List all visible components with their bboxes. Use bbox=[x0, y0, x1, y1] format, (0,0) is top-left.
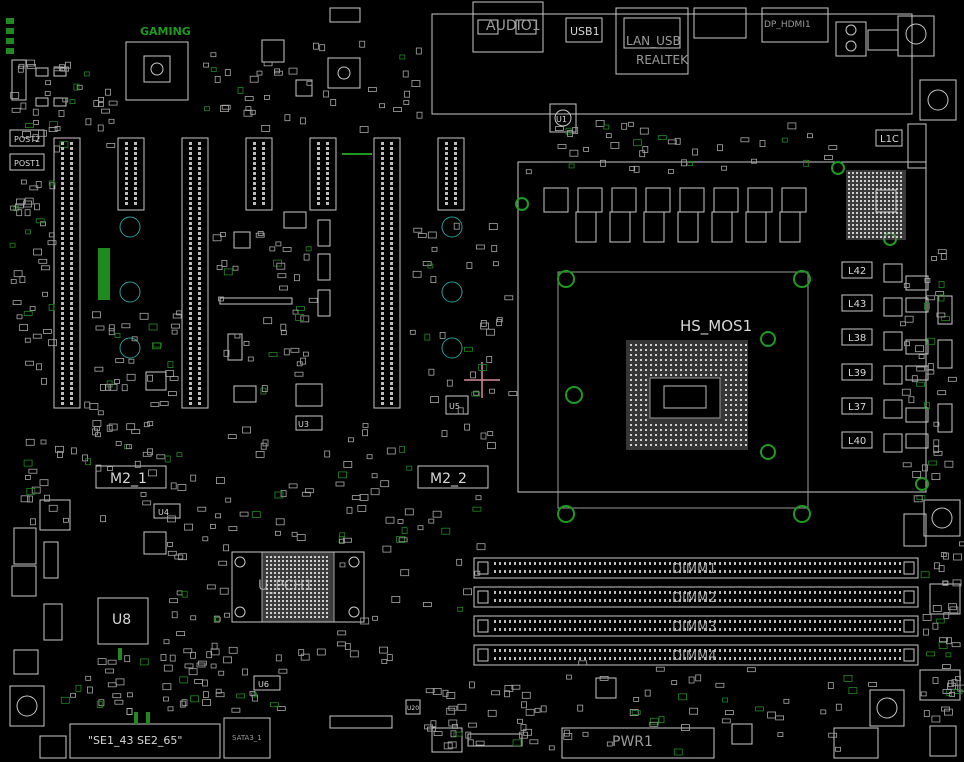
m2-2-label: M2_2 bbox=[430, 471, 467, 487]
left-top-area: GAMING POST2 POST1 bbox=[6, 7, 361, 171]
l1c-label: L1C bbox=[880, 134, 899, 145]
lan-usb-label: LAN_USB bbox=[626, 34, 681, 48]
small-pads bbox=[9, 40, 964, 756]
bga-grid bbox=[266, 172, 902, 618]
dimm4-label: DIMM4 bbox=[672, 649, 717, 664]
l43-label: L43 bbox=[848, 299, 866, 310]
l42-label: L42 bbox=[848, 266, 866, 277]
u20-label: U20 bbox=[407, 705, 419, 712]
pwr-label: PWR1 bbox=[612, 734, 653, 750]
dimm4-slot bbox=[473, 644, 919, 666]
left-bottom-area: U8 "SE1_43 SE2_65" SATA3_1 U6 bbox=[9, 499, 281, 759]
hs-mos-label: HS_MOS1 bbox=[680, 317, 752, 336]
u8-label: U8 bbox=[112, 612, 131, 628]
cpu-area: HS_MOS1 L1C U1 bbox=[515, 103, 953, 523]
l37-label: L37 bbox=[848, 402, 866, 413]
l38-label: L38 bbox=[848, 333, 866, 344]
slot-pins bbox=[61, 142, 901, 660]
dimm2-slot bbox=[473, 586, 919, 608]
vrm-inductor-column: L42 L43 L38 L39 L37 L40 bbox=[841, 261, 953, 453]
bottom-area: PWR1 U20 bbox=[329, 499, 961, 759]
fan-header bbox=[6, 18, 14, 54]
dimm1-slot bbox=[473, 557, 919, 579]
u6-label: U6 bbox=[258, 680, 269, 689]
dimm1-label: DIMM1 bbox=[672, 562, 717, 577]
u3-label: U3 bbox=[298, 420, 309, 429]
dimm2-label: DIMM2 bbox=[672, 591, 717, 606]
io-panel: AUDIO1 USB1 LAN_USB REALTEK DP_HDMI1 bbox=[431, 1, 957, 121]
dimm3-slot bbox=[473, 615, 919, 637]
cpu-vrm-chokes bbox=[543, 187, 807, 243]
m2-1-label: M2_1 bbox=[110, 471, 147, 487]
usb1-label: USB1 bbox=[570, 25, 600, 38]
l40-label: L40 bbox=[848, 436, 866, 447]
audio-connector-label: AUDIO1 bbox=[486, 18, 541, 34]
se-label: "SE1_43 SE2_65" bbox=[88, 734, 182, 747]
dimm-slots: DIMM1 DIMM2 DIMM3 DIMM4 bbox=[473, 557, 919, 666]
m2-slots: M2_1 M2_2 U4 U3 U5 bbox=[95, 211, 500, 519]
u5-label: U5 bbox=[449, 402, 460, 411]
realtek-label: REALTEK bbox=[636, 53, 689, 67]
pcie-slots bbox=[53, 137, 465, 409]
sata-label: SATA3_1 bbox=[232, 734, 262, 742]
dimm3-label: DIMM3 bbox=[672, 620, 717, 635]
post2-label: POST2 bbox=[14, 135, 40, 144]
l39-label: L39 bbox=[848, 368, 866, 379]
u1-label: U1 bbox=[556, 115, 567, 124]
u4-label: U4 bbox=[158, 508, 169, 517]
post1-label: POST1 bbox=[14, 159, 40, 168]
gaming-logo: GAMING bbox=[140, 25, 191, 38]
dp-hdmi-label: DP_HDMI1 bbox=[764, 20, 811, 30]
pch-chip: U_PCH1 bbox=[231, 551, 365, 623]
